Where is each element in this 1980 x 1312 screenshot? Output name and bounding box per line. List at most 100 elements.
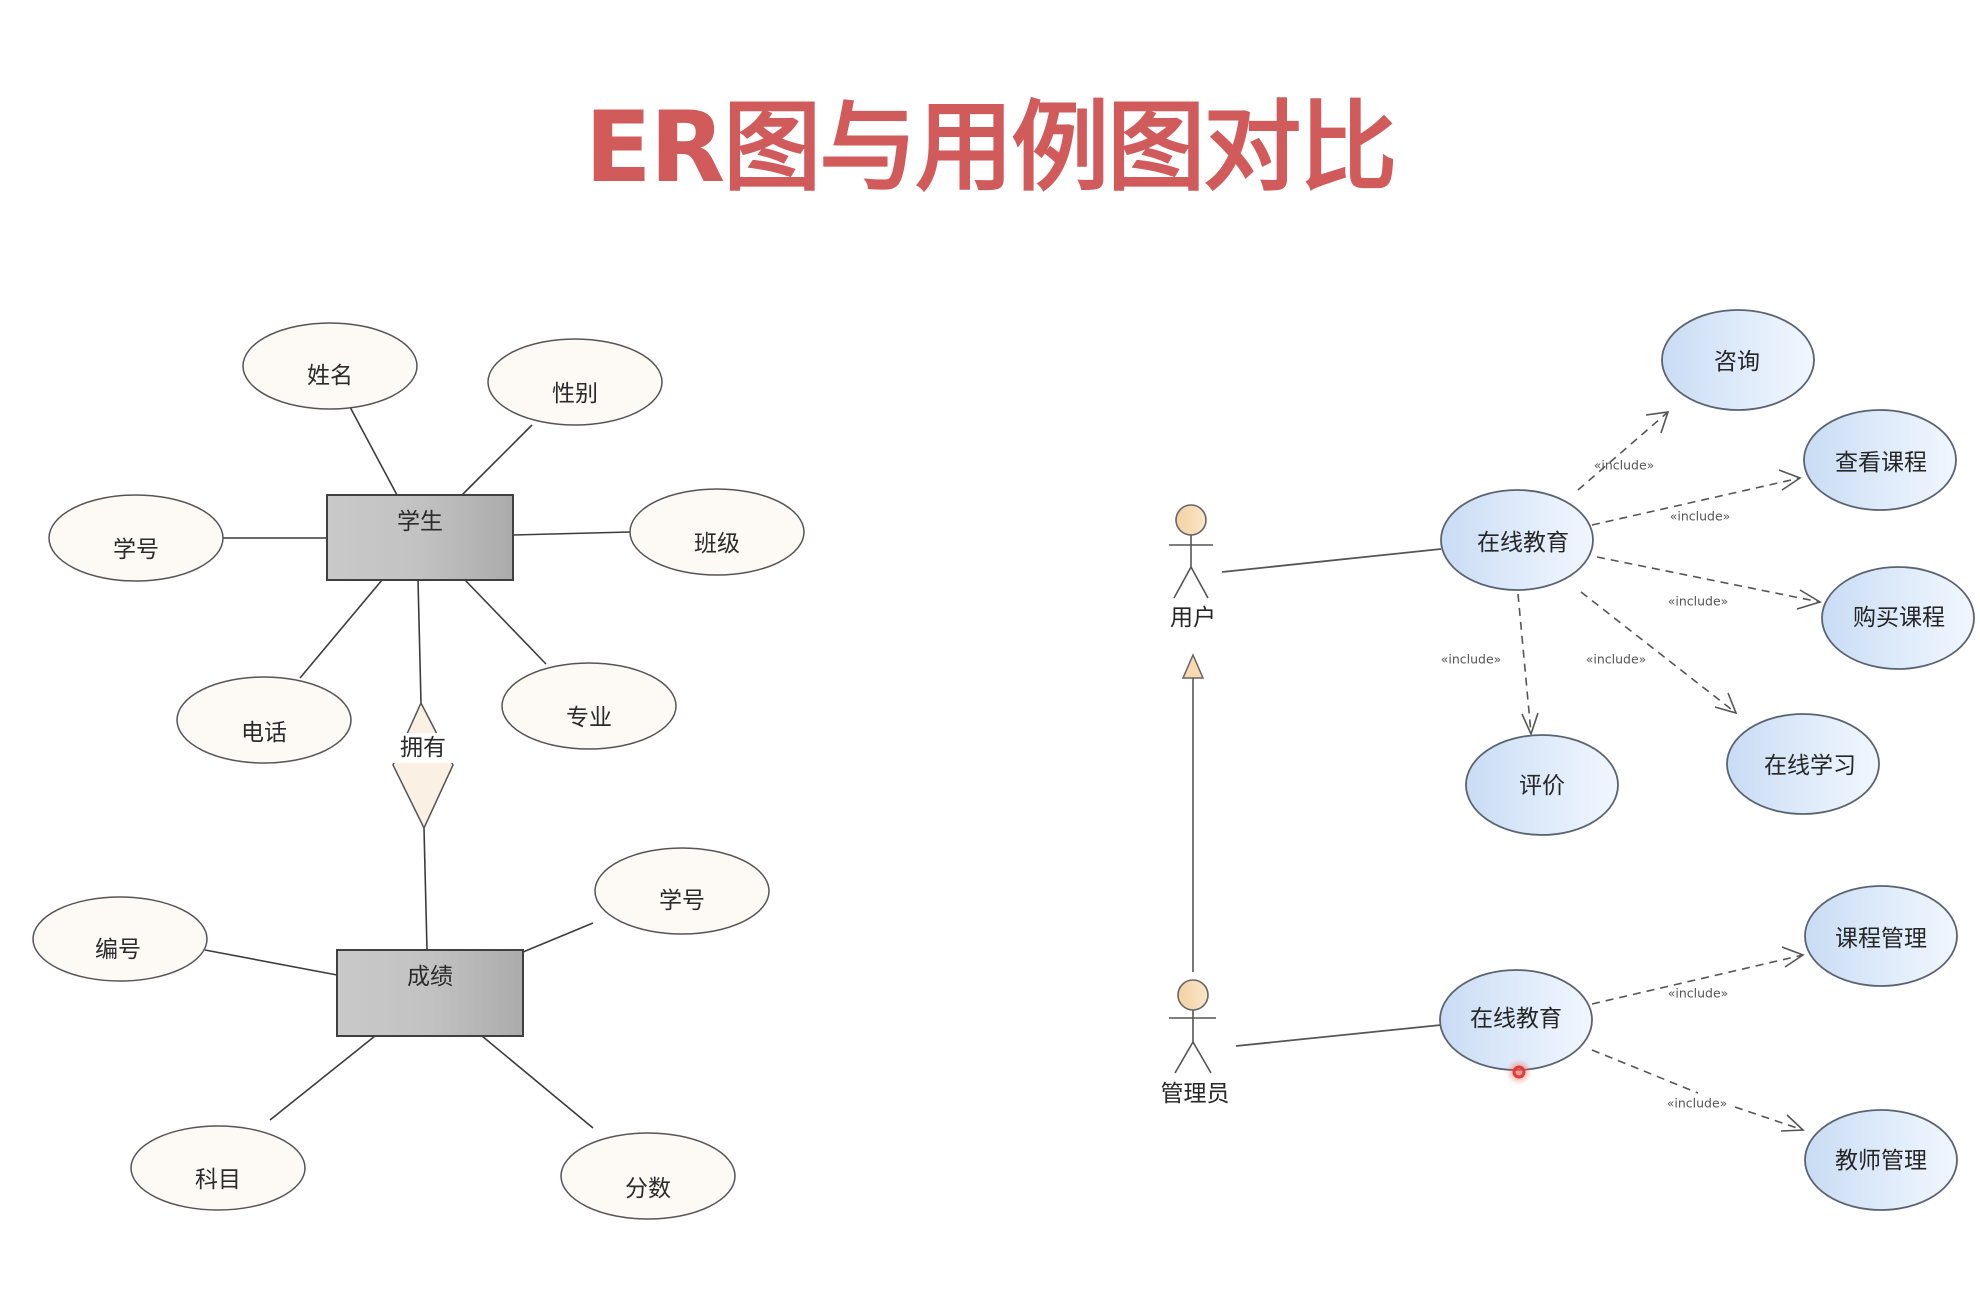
open-arrowhead-icon [1521, 712, 1539, 737]
er-connector-number [204, 949, 338, 976]
attribute-major[interactable]: 专业 [501, 662, 677, 750]
attribute-label: 分数 [625, 1176, 671, 1202]
entity-box [326, 494, 514, 581]
cursor-marker-icon [1506, 1059, 1532, 1085]
actor-user[interactable]: 用户 [1169, 504, 1216, 631]
attribute-ellipse [48, 494, 224, 582]
entity-label: 成绩 [407, 964, 453, 990]
actor-label: 管理员 [1161, 1081, 1230, 1107]
attribute-class[interactable]: 班级 [629, 488, 805, 576]
include-online-learning: «include» [1580, 591, 1738, 715]
relationship-label: 拥有 [400, 735, 446, 761]
include-line [1577, 411, 1669, 491]
use-case-label: 在线教育 [1477, 530, 1569, 556]
use-case-ellipse [1821, 566, 1975, 670]
attribute-label: 电话 [241, 720, 287, 746]
include-consult: «include» [1577, 411, 1670, 491]
attribute-student-id[interactable]: 学号 [48, 494, 224, 582]
attribute-ellipse [176, 676, 352, 764]
attribute-points[interactable]: 分数 [560, 1132, 736, 1220]
attribute-ellipse [594, 847, 770, 935]
er-connector-relationship-score [423, 827, 428, 951]
use-case-consult[interactable]: 咨询 [1661, 309, 1815, 411]
actor-admin[interactable]: 管理员 [1161, 979, 1230, 1107]
attribute-name[interactable]: 姓名 [242, 322, 418, 410]
er-diagram: 学生 成绩 拥有 姓名 性别 学号 班级 [32, 322, 805, 1220]
include-line [1591, 477, 1801, 526]
attribute-phone[interactable]: 电话 [176, 676, 352, 764]
generalization-admin-to-user [1181, 653, 1205, 972]
use-case-label: 教师管理 [1835, 1148, 1927, 1174]
attribute-label: 科目 [195, 1167, 241, 1193]
attribute-label: 专业 [566, 705, 612, 731]
use-case-view-course[interactable]: 查看课程 [1803, 409, 1957, 511]
entity-label: 学生 [397, 509, 443, 535]
attribute-number[interactable]: 编号 [32, 896, 208, 982]
include-line [1580, 591, 1737, 714]
entity-student[interactable]: 学生 [326, 494, 514, 581]
attribute-label: 编号 [95, 937, 141, 963]
attribute-label: 学号 [113, 537, 159, 563]
er-connector-class [512, 531, 631, 536]
er-connector-phone [299, 579, 383, 679]
include-label: «include» [1668, 594, 1729, 609]
use-case-ellipse [1440, 489, 1594, 591]
include-line [1517, 593, 1532, 734]
open-arrowhead-icon [1781, 946, 1805, 968]
use-case-teacher-management[interactable]: 教师管理 [1804, 1109, 1958, 1211]
open-arrowhead-icon [1796, 589, 1822, 610]
include-view-course: «include» [1591, 469, 1802, 526]
relationship-has[interactable]: 拥有 [392, 701, 455, 830]
use-case-evaluate[interactable]: 评价 [1465, 734, 1619, 836]
use-case-label: 咨询 [1714, 349, 1760, 375]
use-case-online-learning[interactable]: 在线学习 [1726, 713, 1880, 815]
entity-score[interactable]: 成绩 [336, 949, 524, 1037]
attribute-ellipse [130, 1125, 306, 1211]
include-label: «include» [1668, 986, 1729, 1001]
use-case-buy-course[interactable]: 购买课程 [1821, 566, 1975, 670]
actor-label: 用户 [1170, 605, 1216, 631]
use-case-online-education-user[interactable]: 在线教育 [1440, 489, 1594, 591]
er-connector-score-student-id [522, 922, 594, 953]
attribute-ellipse [487, 338, 663, 426]
attribute-score-student-id[interactable]: 学号 [594, 847, 770, 935]
actor-user-icon [1169, 504, 1213, 599]
open-arrowhead-icon [1780, 1114, 1805, 1132]
attribute-gender[interactable]: 性别 [487, 338, 663, 426]
use-case-label: 在线学习 [1764, 753, 1856, 779]
association-admin [1235, 1024, 1442, 1047]
er-connector-points [481, 1035, 594, 1129]
association-user [1221, 548, 1442, 573]
use-case-ellipse [1804, 885, 1958, 987]
attribute-subject[interactable]: 科目 [130, 1125, 306, 1211]
use-case-label: 在线教育 [1470, 1006, 1562, 1032]
use-case-ellipse [1726, 713, 1880, 815]
page-title: ER图与用例图对比 [584, 91, 1397, 205]
use-case-diagram: 用户 管理员 «include» «include» [1161, 309, 1975, 1211]
include-line-a [1591, 1049, 1699, 1094]
er-connector-name [349, 406, 398, 496]
attribute-label: 姓名 [307, 363, 353, 389]
include-label: «include» [1670, 509, 1731, 524]
attribute-ellipse [242, 322, 418, 410]
use-case-label: 评价 [1519, 773, 1565, 799]
attribute-label: 学号 [659, 888, 705, 914]
use-case-ellipse [1803, 409, 1957, 511]
entity-box [336, 949, 524, 1037]
er-connector-subject [269, 1035, 376, 1121]
open-arrowhead-icon [1645, 411, 1670, 434]
include-line-b [1734, 1106, 1804, 1131]
relationship-diamond [392, 701, 454, 830]
use-case-label: 购买课程 [1853, 605, 1945, 631]
actor-admin-icon [1169, 979, 1216, 1074]
attribute-ellipse [32, 896, 208, 982]
use-case-course-management[interactable]: 课程管理 [1804, 885, 1958, 987]
use-case-ellipse [1661, 309, 1815, 411]
use-case-label: 查看课程 [1835, 450, 1927, 476]
include-teacher-mgmt: «include» [1591, 1049, 1805, 1132]
use-case-online-education-admin[interactable]: 在线教育 [1439, 969, 1593, 1071]
attribute-ellipse [501, 662, 677, 750]
er-connector-major [464, 579, 547, 665]
include-evaluate: «include» [1441, 593, 1539, 737]
